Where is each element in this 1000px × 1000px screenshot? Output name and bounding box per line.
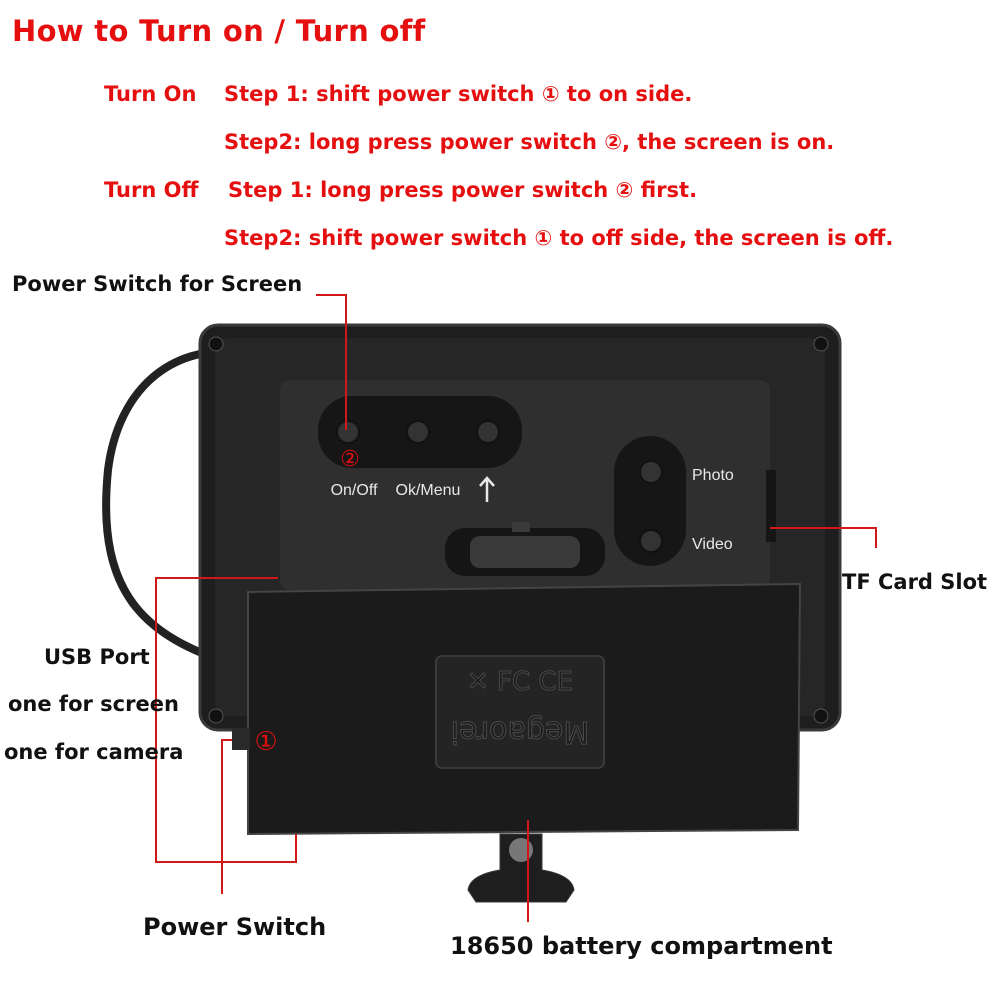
- turn-on-label: Turn On: [104, 82, 197, 106]
- turn-off-step2: Step2: shift power switch ① to off side,…: [224, 226, 894, 250]
- screw-icon: [813, 336, 829, 352]
- photo-button[interactable]: [639, 460, 663, 484]
- mount-bolt: [509, 838, 533, 862]
- label-usb-camera: one for camera: [4, 740, 184, 764]
- marker-1: ①: [254, 727, 277, 757]
- callout-line-usb: [155, 577, 297, 863]
- turn-off-step1: Step 1: long press power switch ② first.: [228, 178, 698, 202]
- brand-text: Megaorei: [451, 714, 590, 749]
- screw-icon: [208, 336, 224, 352]
- photo-video-pod: [614, 436, 686, 566]
- turn-on-step1: Step 1: shift power switch ① to on side.: [224, 82, 693, 106]
- label-power-switch-screen: Power Switch for Screen: [12, 272, 303, 296]
- cert-marks: ✕ FC CE: [467, 667, 573, 697]
- turn-off-label: Turn Off: [104, 178, 199, 202]
- label-tf-card-slot: TF Card Slot: [842, 570, 988, 594]
- marker-2: ②: [340, 447, 360, 472]
- power-switch-1[interactable]: [232, 728, 250, 750]
- screw-icon: [813, 708, 829, 724]
- label-power-switch: Power Switch: [143, 913, 327, 941]
- label-battery: 18650 battery compartment: [450, 932, 833, 960]
- ok-menu-button[interactable]: [406, 420, 430, 444]
- screw-icon: [208, 708, 224, 724]
- callout-line-tf-card: [770, 527, 877, 548]
- video-label: Video: [692, 536, 733, 553]
- page-title: How to Turn on / Turn off: [12, 14, 426, 48]
- arrow-up-icon: [479, 476, 495, 502]
- callout-line-power-switch: [221, 739, 232, 894]
- tf-card-slot[interactable]: [766, 470, 776, 542]
- video-button[interactable]: [639, 529, 663, 553]
- label-usb-port: USB Port: [44, 645, 150, 669]
- label-usb-screen: one for screen: [8, 692, 179, 716]
- hinge-cylinder: [470, 536, 580, 568]
- mount-knob: [467, 833, 575, 903]
- callout-lines: [155, 294, 877, 922]
- label-plate: [435, 655, 605, 769]
- turn-on-step2: Step2: long press power switch ②, the sc…: [224, 130, 835, 154]
- photo-label: Photo: [692, 467, 734, 484]
- callout-line-screen-power: [316, 294, 347, 430]
- ok-menu-label: Ok/Menu: [396, 482, 461, 499]
- up-button[interactable]: [476, 420, 500, 444]
- power-button-2[interactable]: [336, 420, 360, 444]
- on-off-label: On/Off: [331, 482, 378, 499]
